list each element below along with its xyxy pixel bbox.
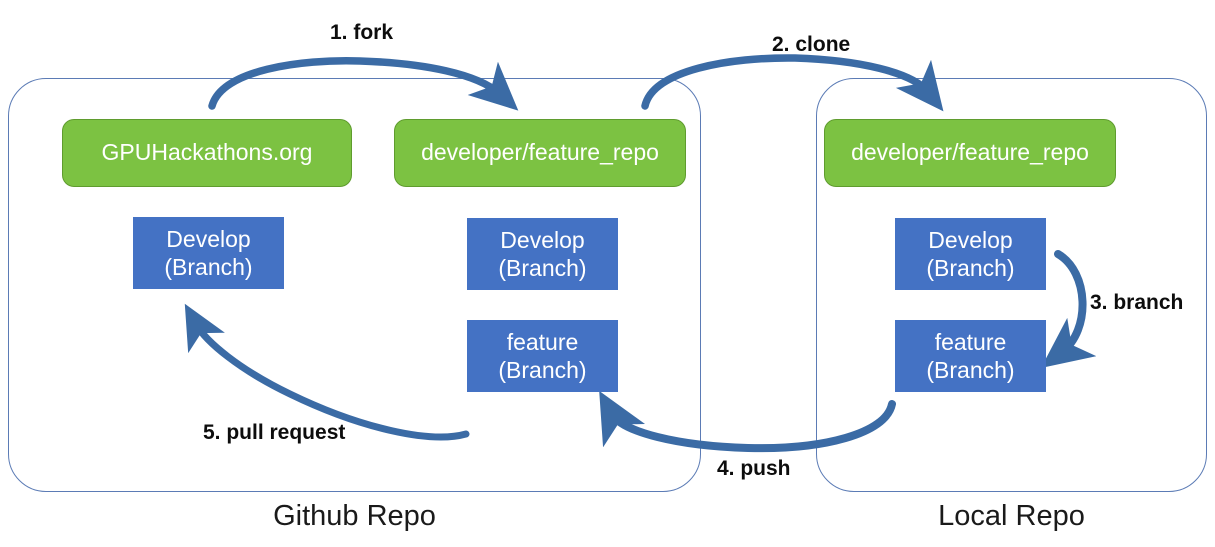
node-local-develop-line1: Develop <box>928 226 1013 253</box>
node-fork-feature[interactable]: feature (Branch) <box>467 320 618 392</box>
node-fork-feature-line2: (Branch) <box>498 357 587 383</box>
github-repo-caption: Github Repo <box>273 500 436 532</box>
node-local-develop[interactable]: Develop (Branch) <box>895 218 1046 290</box>
node-fork-develop-line2: (Branch) <box>498 255 587 281</box>
step-label-clone: 2. clone <box>772 33 851 56</box>
node-local-repo-label: developer/feature_repo <box>851 139 1089 166</box>
node-upstream-develop-line2: (Branch) <box>164 254 253 280</box>
node-fork-develop-line1: Develop <box>500 226 585 253</box>
node-upstream-develop-line1: Develop <box>166 225 251 252</box>
node-upstream-develop[interactable]: Develop (Branch) <box>133 217 284 289</box>
node-upstream-repo-label: GPUHackathons.org <box>101 139 313 166</box>
node-fork-feature-line1: feature <box>506 328 579 355</box>
step-label-pull-request: 5. pull request <box>203 421 346 444</box>
step-label-push: 4. push <box>717 457 791 480</box>
local-repo-caption: Local Repo <box>938 500 1085 532</box>
node-fork-repo[interactable]: developer/feature_repo <box>394 119 686 187</box>
step-label-fork: 1. fork <box>330 21 394 44</box>
node-fork-repo-label: developer/feature_repo <box>421 139 659 166</box>
step-label-branch: 3. branch <box>1090 291 1184 314</box>
node-local-feature[interactable]: feature (Branch) <box>895 320 1046 392</box>
node-upstream-repo[interactable]: GPUHackathons.org <box>62 119 352 187</box>
node-local-feature-line1: feature <box>934 328 1007 355</box>
node-local-feature-line2: (Branch) <box>926 357 1015 383</box>
node-fork-develop[interactable]: Develop (Branch) <box>467 218 618 290</box>
node-local-develop-line2: (Branch) <box>926 255 1015 281</box>
node-local-repo[interactable]: developer/feature_repo <box>824 119 1116 187</box>
local-repo-container <box>816 78 1207 492</box>
